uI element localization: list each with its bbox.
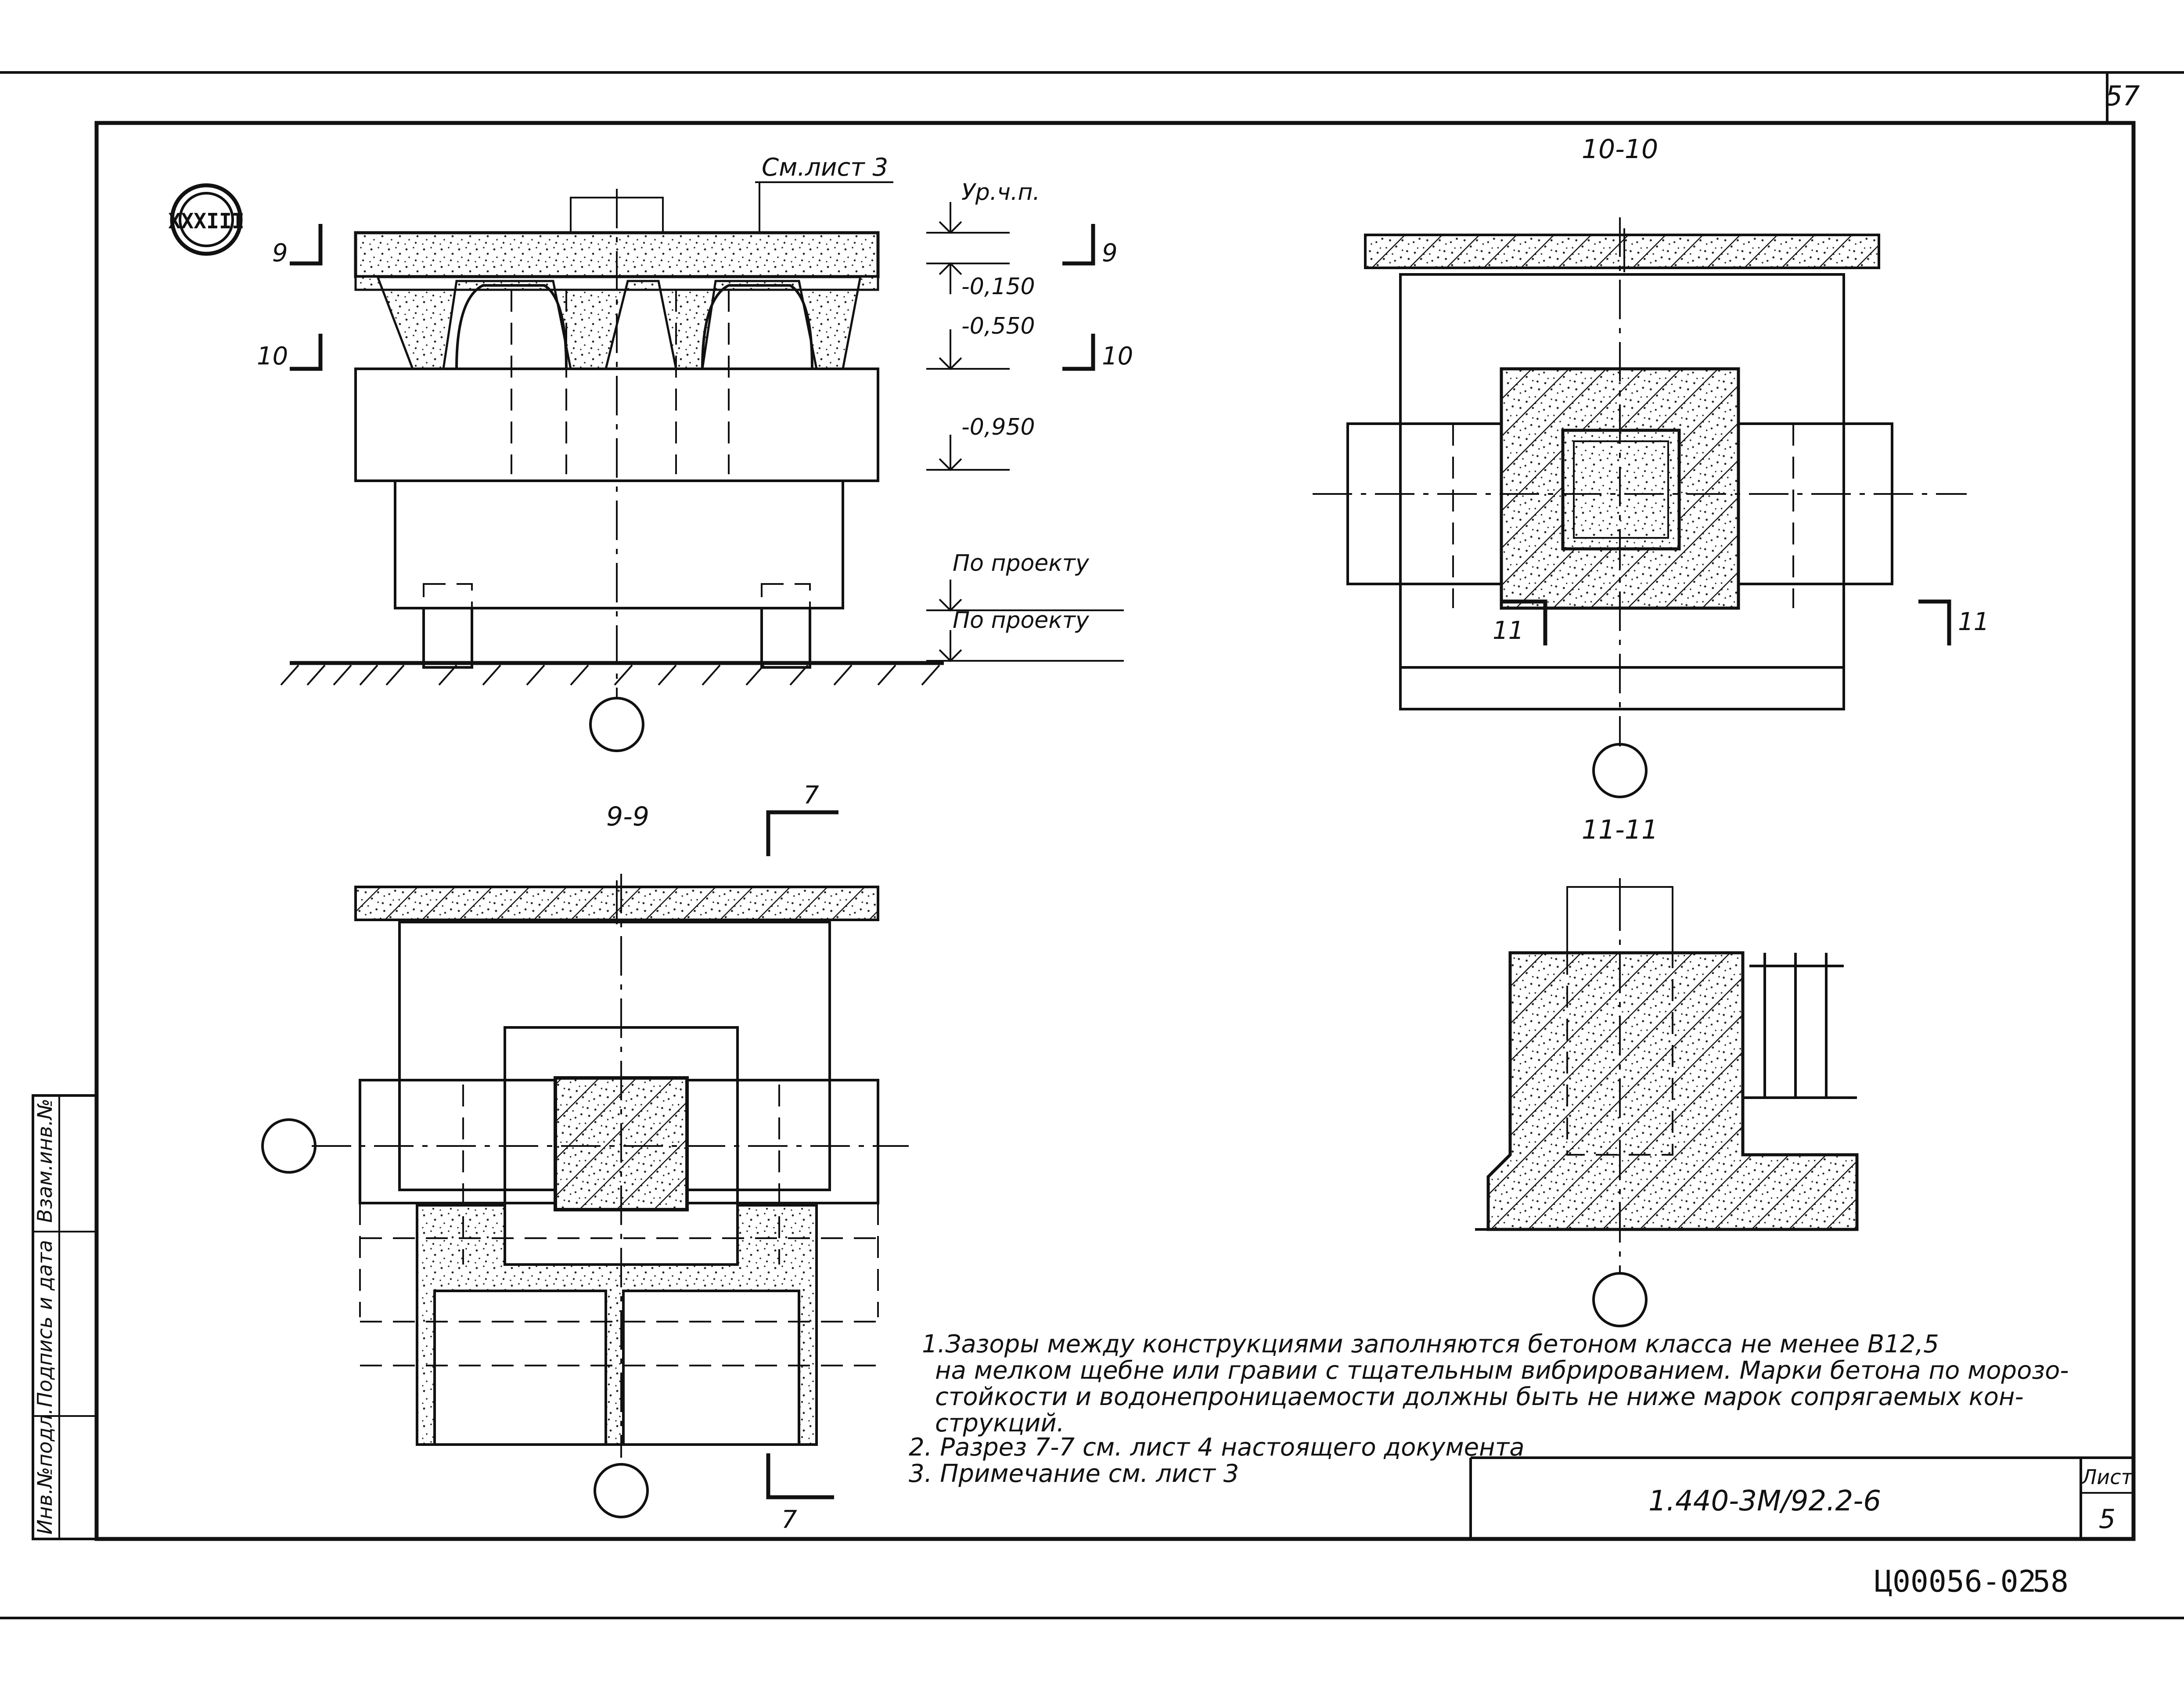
stamp-inv: Инв.№подл. <box>33 1408 57 1535</box>
side-stamp <box>32 1094 98 1540</box>
section-10-title: 10-10 <box>1582 134 1658 165</box>
cut-9-left: 9 <box>272 239 288 267</box>
stamp-sign: Подпись и дата <box>33 1240 57 1407</box>
section-11-title: 11-11 <box>1582 814 1658 845</box>
section-9-title: 9-9 <box>606 801 649 832</box>
section-marker <box>170 183 243 256</box>
note-line-4: струкций. <box>935 1409 1065 1438</box>
archive-page: 58 <box>2033 1564 2069 1599</box>
cut-9-right: 9 <box>1102 239 1118 267</box>
by-project-2: По проекту <box>953 607 1090 634</box>
stamp-vzam: Взам.инв.№ <box>33 1099 57 1223</box>
sheet-frame <box>0 71 2184 1619</box>
level-0150: -0,150 <box>961 274 1035 300</box>
ref-sheet-label: См.лист 3 <box>762 153 888 182</box>
title-block <box>1469 1456 2134 1539</box>
by-project-1: По проекту <box>953 550 1090 577</box>
section-9-9 <box>261 810 909 1518</box>
sheet-label: Лист <box>2081 1465 2134 1489</box>
sheet-top-number: 57 <box>2105 80 2140 112</box>
level-0950: -0,950 <box>961 414 1035 440</box>
note-line-6: 3. Примечание см. лист 3 <box>909 1459 1239 1488</box>
cut-7-top: 7 <box>803 781 819 810</box>
level-label: Ур.ч.п. <box>961 179 1040 205</box>
cut-11-right: 11 <box>1958 608 1989 636</box>
elevation-view <box>170 181 1124 752</box>
note-line-1: 1.Зазоры между конструкциями заполняются… <box>922 1330 1939 1358</box>
notes-block: 1.Зазоры между конструкциями заполняются… <box>909 1330 2069 1488</box>
grout-fill <box>416 1204 818 1446</box>
level-0550: -0,550 <box>961 313 1035 339</box>
note-line-3: стойкости и водонепроницаемости должны б… <box>935 1383 2024 1411</box>
section-11-11 <box>1475 878 1859 1327</box>
cut-10-right: 10 <box>1102 342 1133 371</box>
sheet-number: 5 <box>2099 1504 2116 1535</box>
cut-10-left: 10 <box>257 342 288 371</box>
section-marker-label: XXXIII <box>168 209 244 234</box>
archive-code: Ц00056-02 <box>1875 1564 2036 1599</box>
note-line-2: на мелком щебне или гравии с тщательным … <box>935 1356 2069 1385</box>
note-line-5: 2. Разрез 7-7 см. лист 4 настоящего доку… <box>909 1433 1525 1462</box>
doc-code: 1.440-3М/92.2-6 <box>1648 1485 1881 1517</box>
section-10-10 <box>1313 217 1967 798</box>
cut-11-left: 11 <box>1493 616 1524 645</box>
cut-7-bottom: 7 <box>781 1506 797 1534</box>
